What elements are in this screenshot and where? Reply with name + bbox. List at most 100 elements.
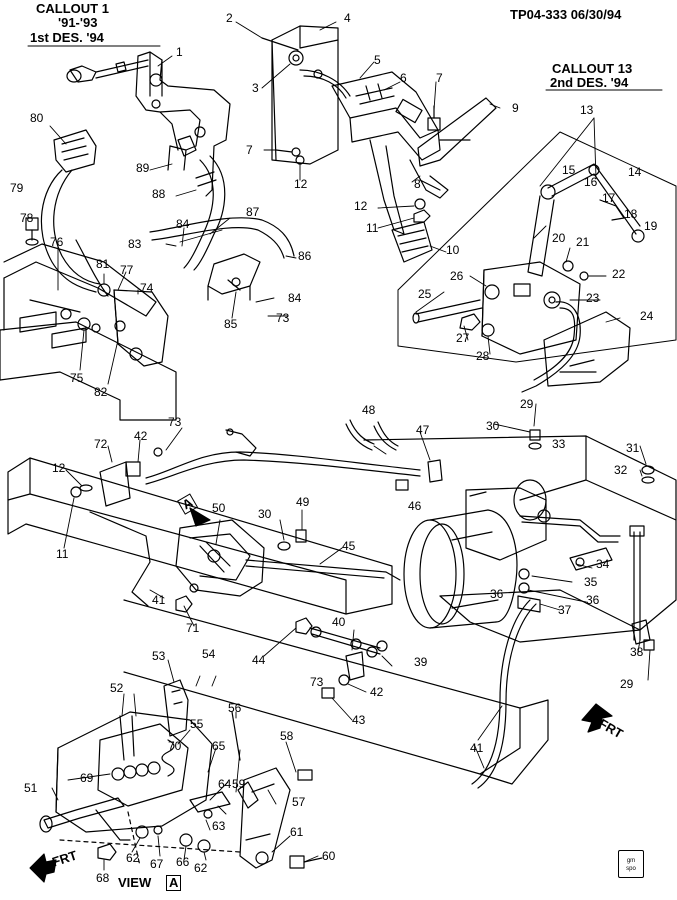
part-label: 50	[212, 501, 226, 515]
part-label: 26	[450, 269, 464, 283]
part-label: 31	[626, 441, 640, 455]
part-label: 72	[94, 437, 108, 451]
part-label: 63	[212, 819, 226, 833]
part-label: 29	[620, 677, 634, 691]
part-label: 30	[258, 507, 272, 521]
part-label: 81	[96, 257, 110, 271]
pedal-assembly	[261, 25, 497, 263]
cable-system	[89, 419, 655, 789]
frt-arrow-left-icon	[29, 853, 57, 883]
part-label: 57	[292, 795, 306, 809]
part-label: 85	[224, 317, 238, 331]
part-label: 84	[288, 291, 302, 305]
part-label: 56	[228, 701, 242, 715]
part-label: 21	[576, 235, 590, 249]
part-label: 36	[586, 593, 600, 607]
part-label: 18	[624, 207, 638, 221]
header-rules	[27, 45, 663, 91]
part-label: 45	[342, 539, 356, 553]
part-label: 41	[152, 593, 166, 607]
part-label: 7	[436, 71, 443, 85]
part-label: 77	[120, 263, 134, 277]
part-label: 54	[202, 647, 216, 661]
part-label: 87	[246, 205, 260, 219]
stamp-text-bottom: spo	[626, 866, 636, 872]
part-label: 74	[140, 281, 154, 295]
part-label: 1	[176, 45, 183, 59]
part-label: 51	[24, 781, 38, 795]
part-label: 2	[226, 11, 233, 25]
part-label: 40	[332, 615, 346, 629]
part-label: 16	[584, 175, 598, 189]
part-label: 34	[596, 557, 610, 571]
part-label: 30	[486, 419, 500, 433]
part-label: 83	[128, 237, 142, 251]
part-label: 25	[418, 287, 432, 301]
part-label: 73	[310, 675, 324, 689]
part-label: 28	[476, 349, 490, 363]
part-label: 47	[416, 423, 430, 437]
part-label: 20	[552, 231, 566, 245]
part-label: 22	[612, 267, 626, 281]
doc-id: TP04-333 06/30/94	[510, 7, 622, 22]
part-label: 52	[110, 681, 124, 695]
part-label: 13	[580, 103, 594, 117]
part-label: 12	[294, 177, 308, 191]
part-label: 15	[562, 163, 576, 177]
frame-rail	[7, 435, 677, 785]
part-label: 10	[446, 243, 460, 257]
part-label: 9	[512, 101, 519, 115]
part-label: 11	[366, 221, 379, 235]
part-label: 86	[298, 249, 312, 263]
view-label: VIEW	[118, 875, 152, 890]
part-label: 64	[218, 777, 232, 791]
part-label: 11	[56, 547, 69, 561]
part-label: 44	[252, 653, 266, 667]
part-label: 62	[126, 851, 140, 865]
part-label: 66	[176, 855, 190, 869]
part-label: 29	[520, 397, 534, 411]
part-label: 53	[152, 649, 166, 663]
part-label: 6	[400, 71, 407, 85]
view-a-detail	[39, 679, 323, 869]
part-label: 4	[344, 11, 351, 25]
part-label: 78	[20, 211, 34, 225]
part-label: 58	[280, 729, 294, 743]
callout1-design: 1st DES. '94	[30, 30, 104, 45]
part-label: 49	[296, 495, 310, 509]
part-label: 42	[134, 429, 148, 443]
part-label: 76	[50, 235, 64, 249]
part-label: 67	[150, 857, 164, 871]
part-label: 38	[630, 645, 644, 659]
callout1-years: '91-'93	[58, 15, 98, 30]
part-label: 17	[602, 191, 616, 205]
part-label: 69	[80, 771, 94, 785]
part-label: 89	[136, 161, 150, 175]
part-label: 37	[558, 603, 572, 617]
part-label: 60	[322, 849, 336, 863]
part-label: 48	[362, 403, 376, 417]
part-label: 24	[640, 309, 654, 323]
part-label: 88	[152, 187, 166, 201]
part-label: 12	[52, 461, 66, 475]
part-label: 55	[190, 717, 204, 731]
part-label: 65	[212, 739, 226, 753]
part-label: 14	[628, 165, 642, 179]
part-label: 70	[168, 739, 182, 753]
publisher-stamp: gm spo	[618, 850, 644, 878]
leader-lines	[49, 21, 651, 871]
callout13-title: CALLOUT 13	[552, 61, 633, 76]
part-label: 75	[70, 371, 84, 385]
part-label: 36	[490, 587, 504, 601]
part-label: 80	[30, 111, 44, 125]
part-label: 39	[414, 655, 428, 669]
part-label: 35	[584, 575, 598, 589]
part-label: 5	[374, 53, 381, 67]
part-label: 12	[354, 199, 368, 213]
view-box: A	[166, 875, 182, 891]
part-label: 68	[96, 871, 110, 885]
callout13-assembly	[397, 131, 677, 393]
part-label: 61	[290, 825, 304, 839]
callout1-bracket-assembly	[66, 51, 295, 301]
